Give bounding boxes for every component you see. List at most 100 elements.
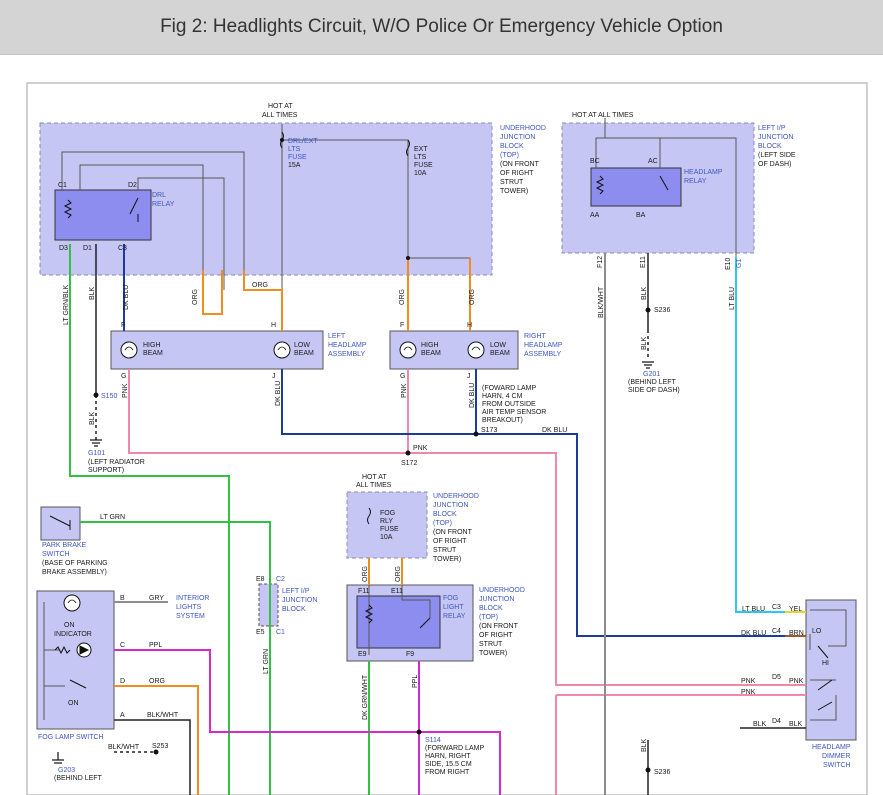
conn-e11: E11 <box>640 256 647 268</box>
left-low-beam-bulb-icon <box>273 341 291 359</box>
title-bar: Fig 2: Headlights Circuit, W/O Police Or… <box>0 0 883 55</box>
ujb-fog-label-5: (ON FRONT <box>433 529 473 536</box>
ujb-top-label-1: UNDERHOOD <box>500 125 546 132</box>
wire-org-loop-left <box>202 270 223 315</box>
label-org-fog-2: ORG <box>395 566 402 582</box>
drl-pin-c3: C3 <box>118 245 127 252</box>
right-hl-pin-g: G <box>400 373 405 380</box>
dimmer-blk-contact-icon <box>817 701 833 711</box>
label-blk-s236b: BLK <box>641 738 648 752</box>
fog-switch-on-2: ON <box>68 700 79 707</box>
fog-switch-pin-d: D <box>120 678 125 685</box>
dimmer-name-1: HEADLAMP <box>812 744 851 751</box>
wire-drl-internal-1 <box>61 151 245 290</box>
headlamp-dimmer-switch-box <box>805 599 857 741</box>
dimmer-lo: LO <box>812 628 822 635</box>
label-blk-d1: BLK <box>89 286 96 300</box>
splice-s172-dot <box>405 450 411 456</box>
ujb-top-label-4: (TOP) <box>500 152 519 159</box>
label-blk-g201: BLK <box>641 336 648 350</box>
label-org-3: ORG <box>399 289 406 305</box>
left-hl-high: HIGH <box>143 342 161 349</box>
splice-s236-dot <box>645 307 651 313</box>
indicator-led-icon <box>54 642 92 658</box>
label-pnk-h: PNK <box>413 445 428 452</box>
s114-note-1: (FORWARD LAMP <box>425 745 484 752</box>
drl-pin-d1: D1 <box>83 245 92 252</box>
label-lt-grn-v: LT GRN <box>263 649 270 674</box>
drl-fuse-label-1: DRL/EXT <box>288 138 318 145</box>
drl-relay-label-2: RELAY <box>152 201 175 208</box>
fog-switch-pin-b: B <box>120 595 125 602</box>
left-ip-top-label-4: (LEFT SIDE <box>758 152 796 159</box>
drl-fuse-label-2: LTS <box>288 146 301 153</box>
ujb-fog-relay-label-5: (ON FRONT <box>479 623 519 630</box>
right-low-beam-bulb-icon <box>467 341 485 359</box>
headlamp-relay-coil-icon <box>595 175 605 195</box>
fog-relay-pin-f11: F11 <box>358 588 370 595</box>
left-high-beam-bulb-icon <box>120 341 138 359</box>
left-hl-beam: BEAM <box>143 350 163 357</box>
dimmer-pin-c4: C4 <box>772 628 781 635</box>
g203-name: G203 <box>58 767 75 774</box>
wire-drl-internal-2 <box>79 164 204 290</box>
splice-s173-label: S173 <box>481 427 497 434</box>
left-ip-mid-label-2: JUNCTION <box>282 597 317 604</box>
harness-note-3: FROM OUTSIDE <box>482 401 536 408</box>
left-hl-name-1: LEFT <box>328 333 346 340</box>
ujb-fog-label-6: OF RIGHT <box>433 538 467 545</box>
wire-dimmer-internal <box>809 609 847 721</box>
drl-pin-d2: D2 <box>128 182 137 189</box>
left-low-filament-icon <box>277 346 287 351</box>
wire-ppl-switch <box>114 649 501 795</box>
ujb-top-label-6: OF RIGHT <box>500 170 534 177</box>
diagram-frame <box>26 82 868 795</box>
wire-lt-blu-e10 <box>735 258 806 613</box>
label-pnk-g: PNK <box>122 383 129 398</box>
right-hl-pin-f: F <box>400 322 404 329</box>
right-hl-pin-j: J <box>467 373 471 380</box>
label-blk-s150: BLK <box>89 411 96 425</box>
g203-note-1: (BEHIND LEFT <box>54 775 103 782</box>
drl-relay-coil-icon <box>63 199 73 219</box>
ext-fuse-label-3: FUSE <box>414 162 433 169</box>
wire-pnk-left <box>128 369 409 454</box>
hot-fog-label-1: HOT AT <box>362 474 387 481</box>
interior-label-1: INTERIOR <box>176 595 209 602</box>
left-ip-top-label-1: LEFT I/P <box>758 125 786 132</box>
hl-relay-label-1: HEADLAMP <box>684 169 723 176</box>
label-blk-wht-a: BLK/WHT <box>147 712 179 719</box>
left-hl-pin-j: J <box>272 373 276 380</box>
left-hl-pin-f: F <box>121 322 125 329</box>
ujb-top-label-2: JUNCTION <box>500 134 535 141</box>
label-dk-blu-j-right: DK BLU <box>469 383 476 408</box>
label-blk-wht-f12: BLK/WHT <box>598 286 605 318</box>
left-ip-top-label-3: BLOCK <box>758 143 782 150</box>
s114-note-2: HARN, RIGHT <box>425 753 471 760</box>
wire-lt-grn-blk <box>69 244 230 795</box>
dimmer-pin-c3: C3 <box>772 604 781 611</box>
label-dk-blu-dimmer: DK BLU <box>741 630 766 637</box>
splice-s172-label: S172 <box>401 460 417 467</box>
harness-note-2: HARN, 4 CM <box>482 393 523 400</box>
left-hl-low: LOW <box>294 342 310 349</box>
dimmer-name-2: DIMMER <box>822 753 850 760</box>
hl-pin-bc: BC <box>590 158 600 165</box>
left-ip-mid-c1: C1 <box>276 629 285 636</box>
label-blk-dimmer-1: BLK <box>753 721 767 728</box>
harness-note-4: AIR TEMP SENSOR <box>482 409 546 416</box>
left-hl-name-2: HEADLAMP <box>328 342 367 349</box>
ujb-fog-relay-label-7: STRUT <box>479 641 503 648</box>
wire-pnk-main <box>408 452 806 686</box>
right-hl-beam: BEAM <box>421 350 441 357</box>
drl-relay-contact-icon <box>129 197 139 222</box>
ujb-top-label-5: (ON FRONT <box>500 161 540 168</box>
ujb-fog-relay-label-1: UNDERHOOD <box>479 587 525 594</box>
g201-note-2: SIDE OF DASH) <box>628 387 680 394</box>
hl-pin-aa: AA <box>590 212 600 219</box>
left-hl-pin-h: H <box>271 322 276 329</box>
label-ppl-switch: PPL <box>149 642 162 649</box>
right-hl-name-3: ASSEMBLY <box>524 351 562 358</box>
label-lt-blu-e10: LT BLU <box>729 287 736 310</box>
fog-fuse-label-1: FOG <box>380 510 395 517</box>
